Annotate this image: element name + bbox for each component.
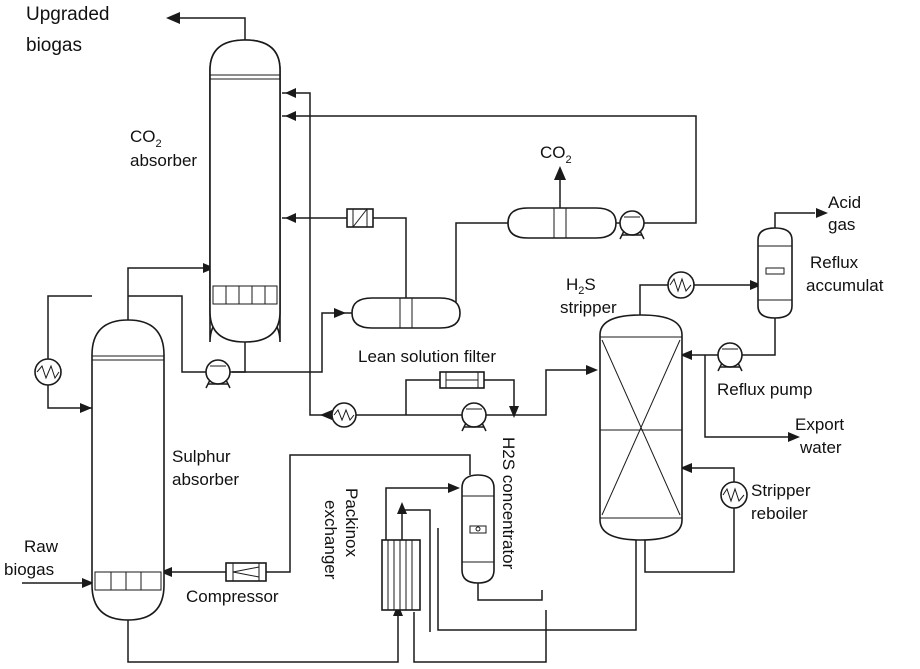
upgraded-biogas-line bbox=[178, 17, 246, 40]
lean-return-vertical bbox=[282, 92, 332, 416]
label-stripper-reboiler-2: reboiler bbox=[751, 504, 808, 523]
lean-solution-cooler bbox=[331, 402, 357, 428]
arrow-acid-gas bbox=[816, 208, 828, 218]
pump-semi-lean bbox=[619, 210, 645, 240]
reflux-pump bbox=[717, 342, 743, 372]
compressor-outlet-line bbox=[266, 454, 471, 573]
label-export-water-1: Export bbox=[795, 415, 844, 434]
packinox-return-line bbox=[413, 610, 547, 663]
concentrator-bottom-line bbox=[477, 583, 543, 601]
arrow-raw-biogas bbox=[82, 578, 94, 588]
packinox-exchanger bbox=[381, 539, 421, 611]
label-co2-product: CO2 bbox=[540, 143, 572, 166]
arrow-upgraded-biogas bbox=[166, 12, 180, 24]
label-reflux-accumulator-2: accumulat bbox=[806, 276, 884, 295]
acid-gas-line bbox=[774, 212, 815, 228]
pump-lean-solution bbox=[461, 402, 487, 432]
arrow-reflux-to-stripper bbox=[680, 350, 692, 360]
arrow-to-stripper bbox=[586, 365, 598, 375]
label-co2-absorber-2: absorber bbox=[130, 151, 197, 170]
h2s-concentrator bbox=[461, 474, 495, 584]
arrow-compressed-gas bbox=[160, 567, 172, 577]
stripper-bottoms-line bbox=[437, 528, 637, 631]
semi-lean-return-line bbox=[282, 115, 697, 224]
filter-outlet-line bbox=[484, 379, 515, 412]
label-reflux-accumulator-1: Reflux bbox=[810, 253, 859, 272]
arrow-cooled-inlet bbox=[285, 213, 296, 223]
arrow-export-water bbox=[788, 432, 800, 442]
arrow-gas-to-co2-absorber bbox=[203, 263, 215, 273]
sulphur-recycle-cooler bbox=[34, 358, 62, 386]
arrow-recycle-to-sulphur bbox=[80, 403, 92, 413]
semi-lean-cooler-line bbox=[373, 217, 407, 313]
label-h2s-stripper-1: H2S bbox=[566, 275, 596, 297]
label-h2s-stripper-2: stripper bbox=[560, 298, 617, 317]
label-co2-absorber-1: CO2 bbox=[130, 127, 162, 150]
arrowheads bbox=[80, 12, 828, 616]
sulphur-recycle-line bbox=[47, 295, 92, 409]
filter-inlet-line bbox=[405, 379, 440, 415]
co2-absorber bbox=[209, 39, 281, 343]
arrow-filter-outlet bbox=[509, 406, 519, 418]
arrow-concentrator-feed bbox=[448, 483, 460, 493]
arrow-packinox-top bbox=[397, 502, 407, 514]
stripper-reboiler bbox=[720, 481, 748, 509]
packinox-hot-line bbox=[401, 509, 431, 632]
concentrator-feed-line bbox=[385, 487, 456, 540]
arrow-co2-out bbox=[554, 166, 566, 180]
co2-absorber-bottom-line bbox=[128, 295, 246, 373]
lean-solution-line bbox=[356, 369, 595, 416]
export-water-line bbox=[704, 355, 788, 438]
arrow-lean-inlet bbox=[285, 88, 296, 98]
label-acid-gas-1: Acid bbox=[828, 193, 861, 212]
label-upgraded-biogas-2: biogas bbox=[26, 35, 82, 56]
overhead-condenser bbox=[667, 271, 695, 299]
label-packinox-exchanger-1: Packinox bbox=[342, 488, 361, 557]
h2s-stripper bbox=[599, 314, 683, 541]
label-reflux-pump: Reflux pump bbox=[717, 380, 812, 399]
reboiler-return-line bbox=[682, 467, 735, 482]
sulphur-absorber bbox=[91, 319, 165, 621]
arrow-rich-to-flash bbox=[334, 308, 346, 318]
arrow-semi-lean-inlet bbox=[285, 111, 296, 121]
label-lean-solution-filter: Lean solution filter bbox=[358, 347, 496, 366]
labels: Upgraded biogas CO2 absorber CO2 Acid ga… bbox=[4, 4, 884, 606]
stripper-overhead-line bbox=[639, 284, 668, 315]
label-raw-biogas-2: biogas bbox=[4, 560, 54, 579]
label-export-water-2: water bbox=[799, 438, 842, 457]
semi-lean-filter bbox=[346, 208, 374, 228]
sulphur-overhead-line bbox=[127, 267, 210, 330]
label-stripper-reboiler-1: Stripper bbox=[751, 481, 811, 500]
pump-co2-absorber bbox=[205, 359, 231, 389]
arrow-lean-to-cooler bbox=[320, 410, 332, 420]
label-sulphur-absorber-1: Sulphur bbox=[172, 447, 231, 466]
label-raw-biogas-1: Raw bbox=[24, 537, 59, 556]
flash-overhead-line bbox=[455, 222, 508, 313]
arrow-to-accumulator bbox=[750, 280, 762, 290]
reboiler-feed-line bbox=[644, 508, 735, 573]
label-compressor: Compressor bbox=[186, 587, 279, 606]
flash-drum-2 bbox=[507, 207, 617, 239]
label-acid-gas-2: gas bbox=[828, 215, 855, 234]
label-packinox-exchanger-2: exchanger bbox=[321, 500, 340, 580]
label-sulphur-absorber-2: absorber bbox=[172, 470, 239, 489]
lean-solution-filter bbox=[439, 371, 485, 389]
reflux-accumulator bbox=[757, 227, 793, 319]
arrow-reboiler-return bbox=[680, 463, 692, 473]
sulphur-bottom-line bbox=[127, 610, 399, 663]
flash-drum-1 bbox=[351, 297, 461, 329]
label-upgraded-biogas-1: Upgraded bbox=[26, 4, 109, 25]
compressor bbox=[225, 562, 267, 582]
reflux-line-a bbox=[742, 318, 776, 356]
label-h2s-concentrator: H2S concentrator bbox=[499, 437, 518, 570]
